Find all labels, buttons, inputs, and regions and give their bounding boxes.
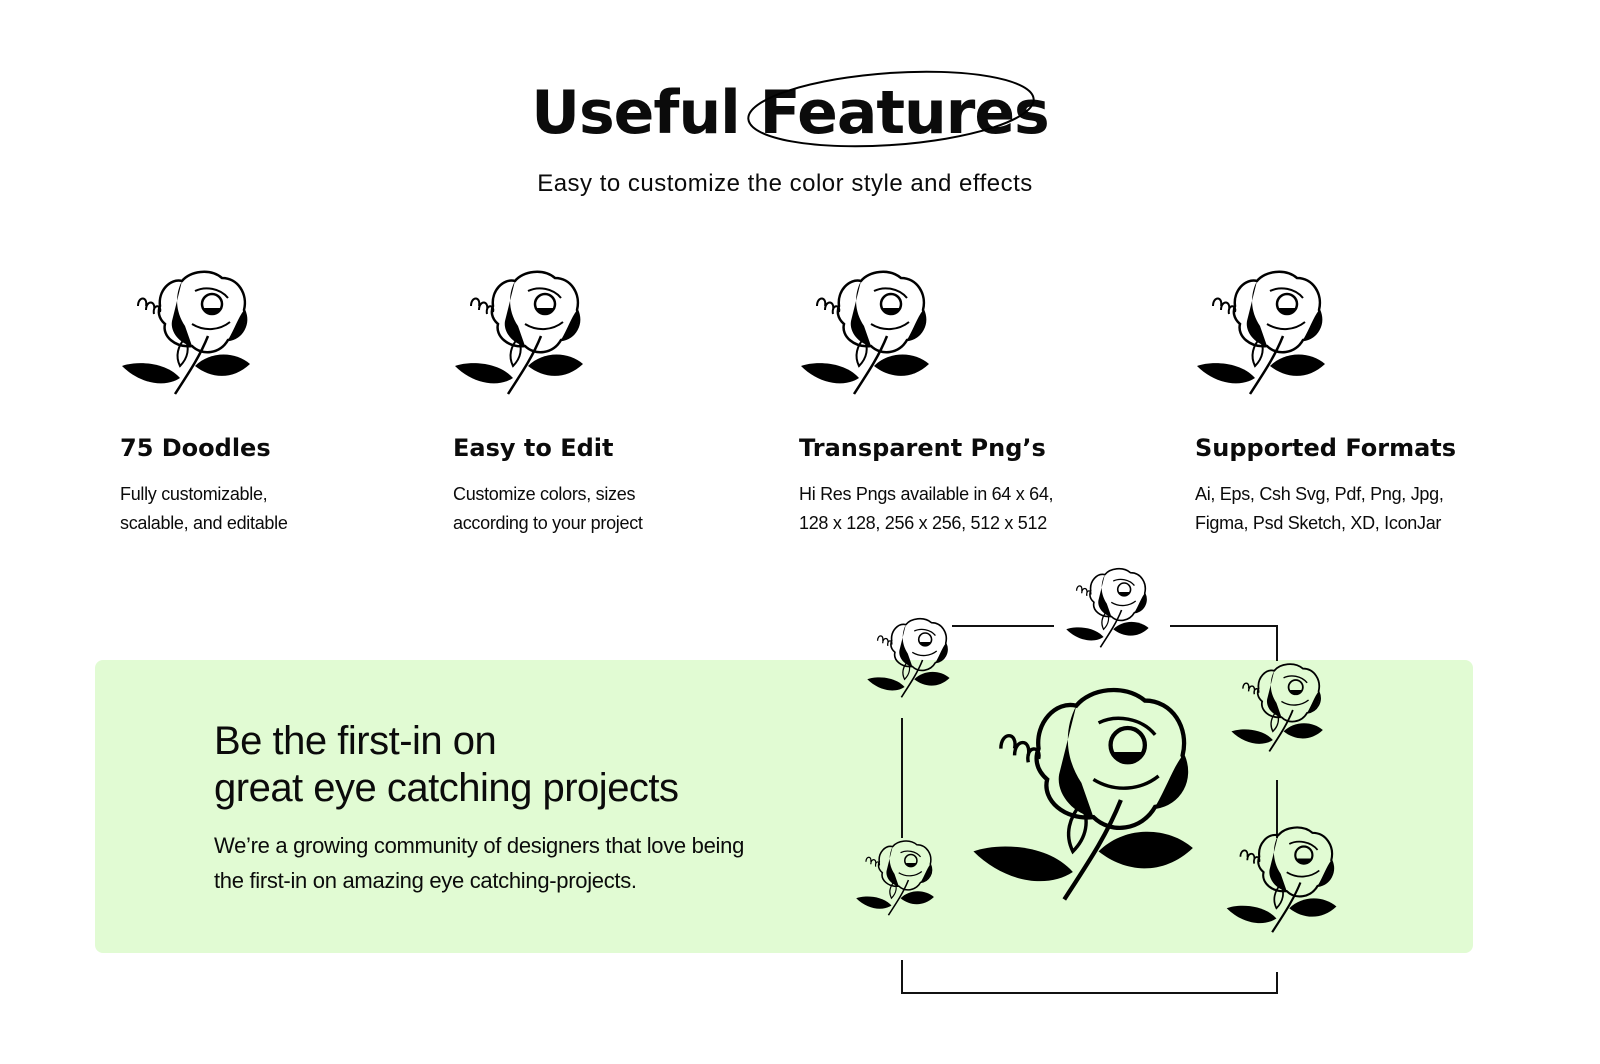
rose-bloom-icon [799,266,939,406]
frame-line [1170,625,1278,627]
rose-illustration [1060,565,1160,655]
rose-illustration [855,830,940,930]
frame-line [952,625,1054,627]
frame-line [1276,625,1278,661]
title-plain: Useful [531,78,741,148]
feature-transparent-pngs: Transparent Png’s Hi Res Pngs available … [799,266,1119,538]
frame-line [901,992,1278,994]
rose-bud-icon [120,266,260,406]
rose-illustration [866,615,956,705]
rose-illustration [1230,660,1330,760]
banner-text: We’re a growing community of designers t… [214,833,745,893]
feature-title: Supported Formats [1195,434,1457,462]
frame-line [1276,972,1278,994]
feature-title: 75 Doodles [120,434,271,462]
feature-description: Fully customizable,scalable, and editabl… [120,484,288,533]
feature-doodles: 75 Doodles Fully customizable,scalable, … [120,266,440,538]
rose-icon [453,266,593,406]
feature-description: Ai, Eps, Csh Svg, Pdf, Png, Jpg,Figma, P… [1195,484,1444,533]
large-rose-illustration [960,680,1220,920]
rose-illustration [1225,820,1345,945]
feature-supported-formats: Supported Formats Ai, Eps, Csh Svg, Pdf,… [1195,266,1515,538]
page-title: Useful Features [0,70,1580,148]
frame-line [1276,780,1278,838]
banner-background [95,660,1473,953]
frame-line [901,718,903,838]
ellipse-highlight-icon [746,70,1035,148]
title-highlight: Features [746,70,1050,148]
feature-title: Easy to Edit [453,434,614,462]
subtitle: Easy to customize the color style and ef… [537,170,1033,197]
frame-line [901,960,903,994]
feature-title: Transparent Png’s [799,434,1046,462]
feature-description: Hi Res Pngs available in 64 x 64,128 x 1… [799,484,1054,533]
rose-petals-icon [1195,266,1335,406]
